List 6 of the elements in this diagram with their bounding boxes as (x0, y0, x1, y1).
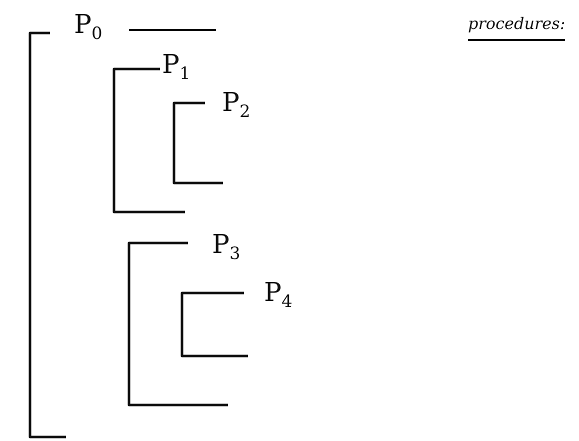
procedure-label: P$_{3}$ (212, 232, 240, 264)
procedure-label: P$_{4}$ (264, 280, 292, 312)
procedure-label: P$_{1}$ (162, 52, 190, 84)
heading-text: procedures: (468, 14, 566, 41)
procedure-label: P$_{2}$ (222, 90, 250, 122)
procedure-label: P$_{0}$ (74, 12, 102, 44)
